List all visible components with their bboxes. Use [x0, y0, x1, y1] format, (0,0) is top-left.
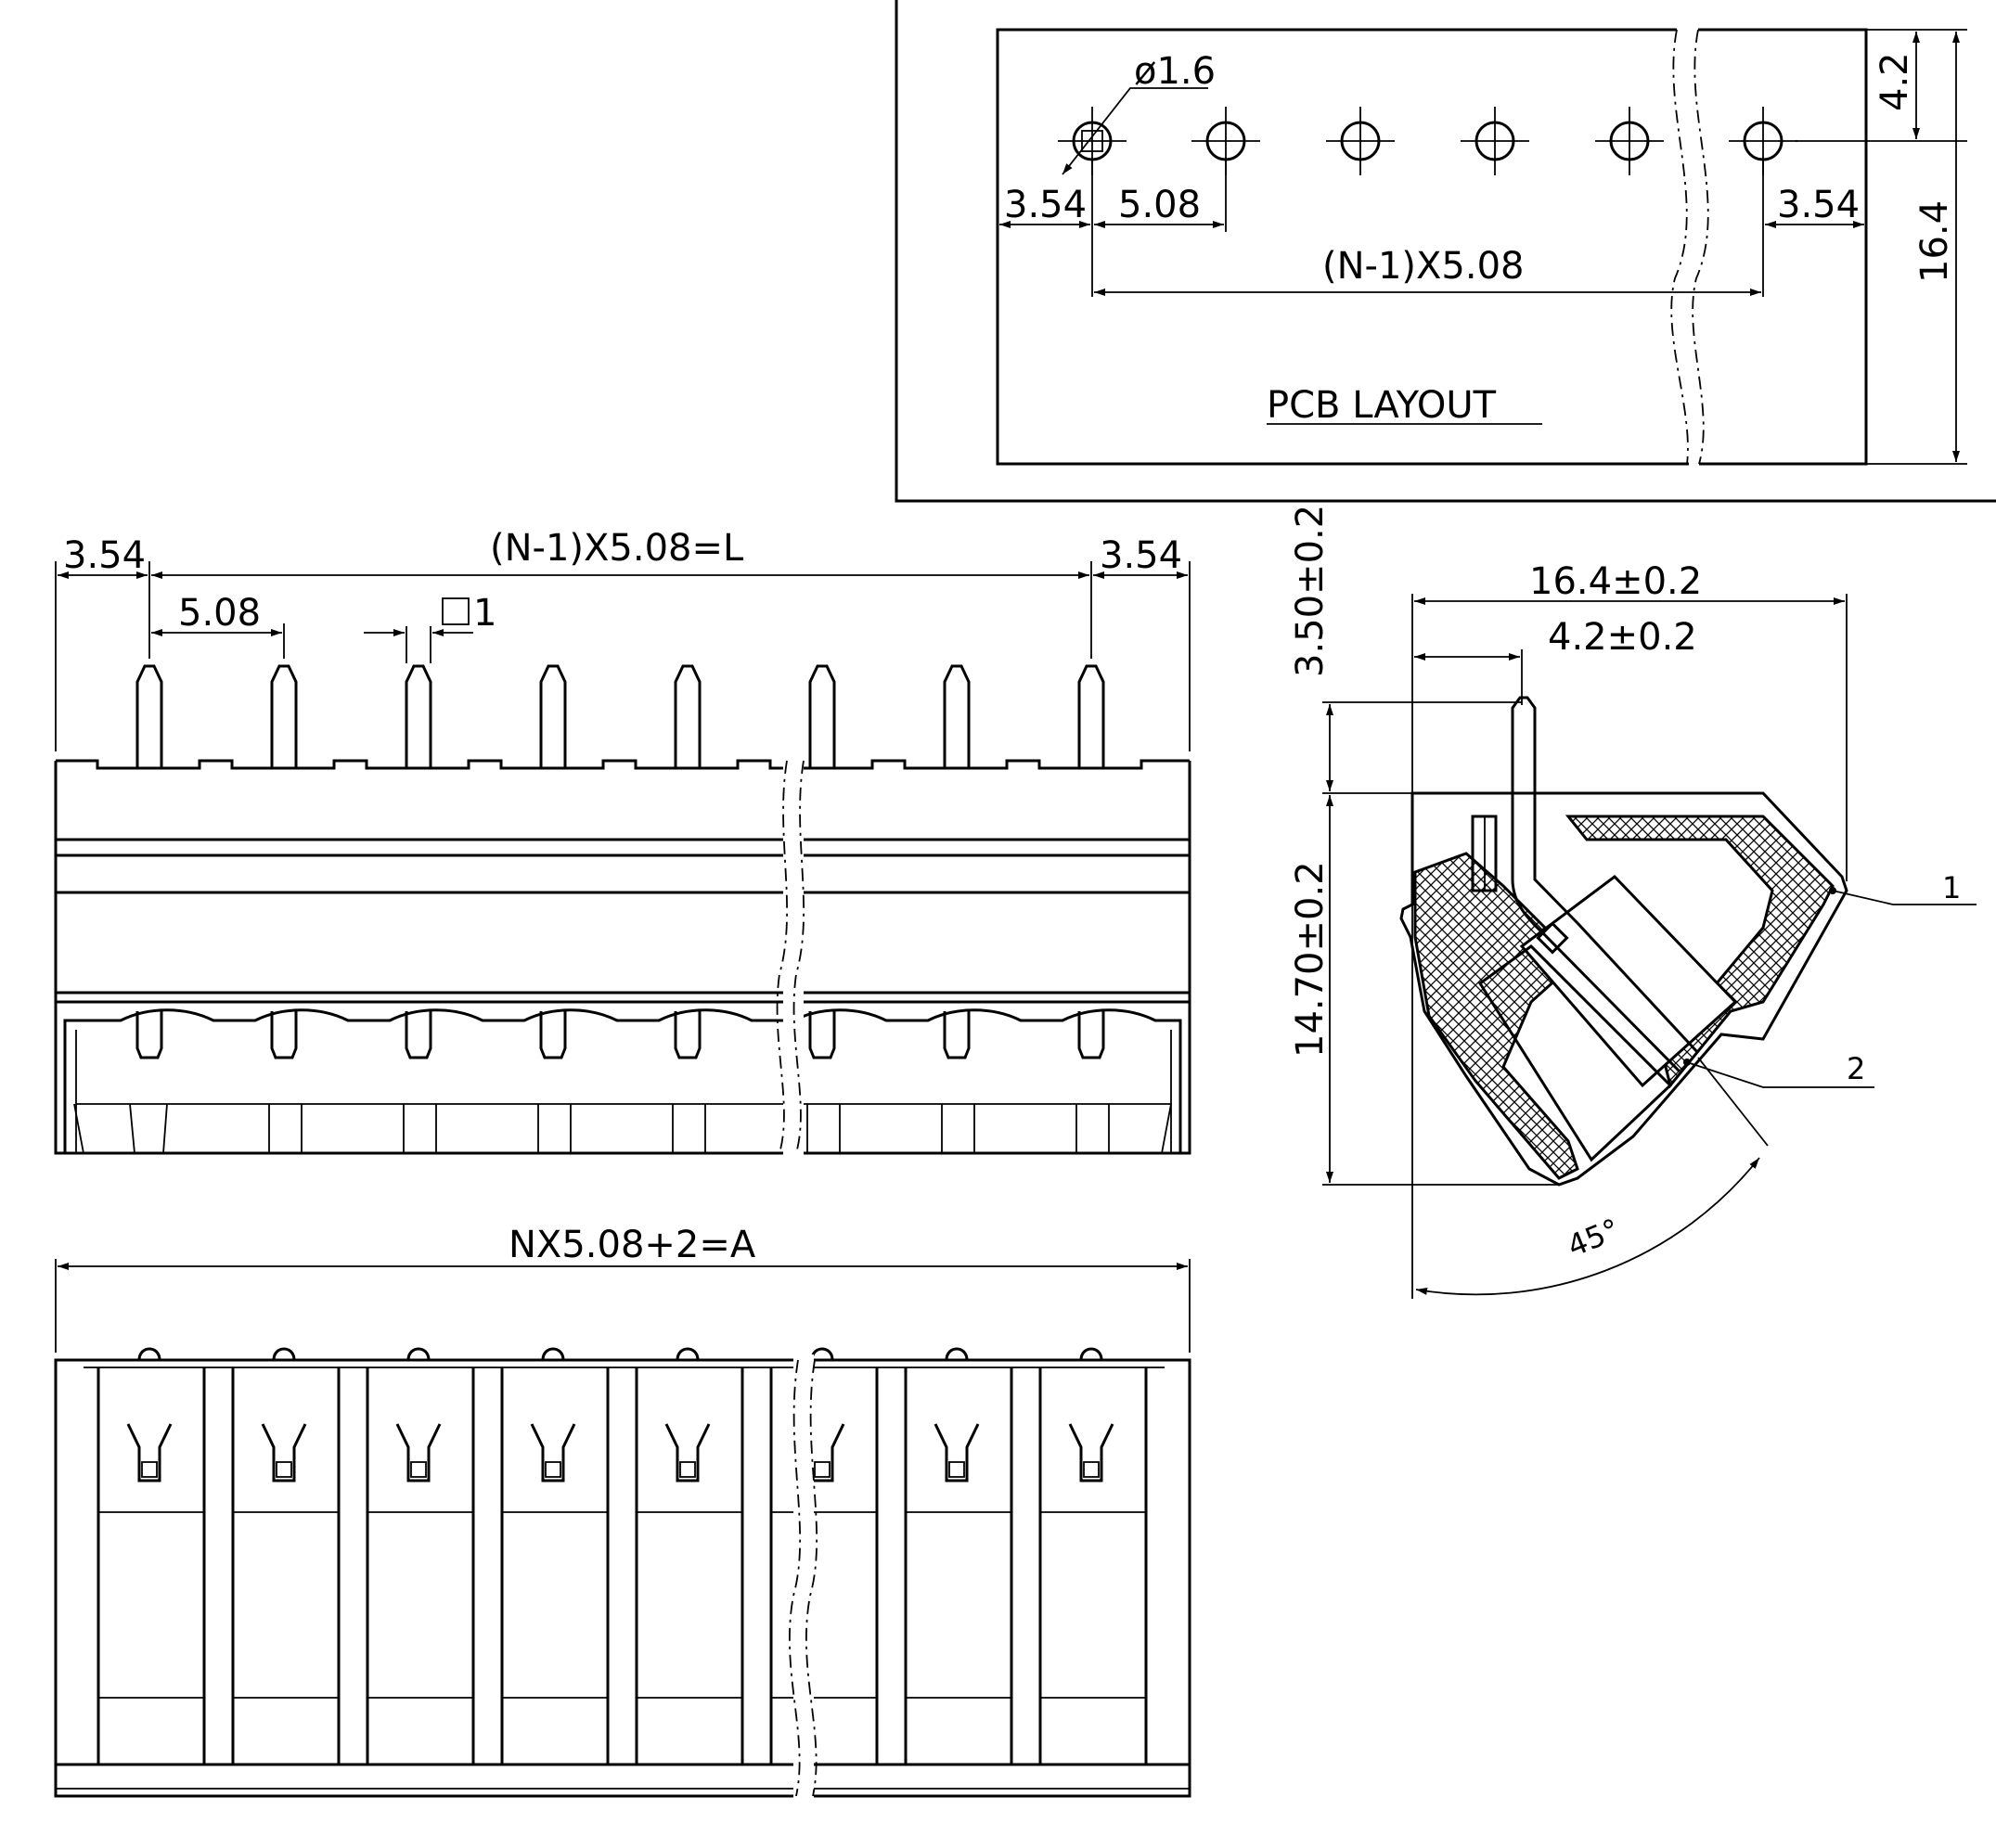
pin-square-symbol	[442, 597, 470, 625]
callout-1-label: 1	[1942, 870, 1961, 905]
front-view: 3.54 (N-1)X5.08=L 3.54 5.08 1	[54, 527, 1191, 1160]
pcb-board-left	[996, 28, 1689, 466]
pcb-hole	[1326, 107, 1395, 175]
bottom-overall-label: NX5.08+2=A	[509, 1224, 756, 1266]
pcb-layout-title: PCB LAYOUT	[1267, 384, 1497, 427]
pcb-row-offset-label: 4.2	[1874, 52, 1916, 111]
front-contacts	[135, 1011, 1105, 1059]
pcb-edge-right-label: 3.54	[1777, 184, 1860, 226]
pcb-break-line	[1670, 29, 1689, 465]
pcb-depth-label: 16.4	[1913, 200, 1956, 283]
pin-square-label: 1	[473, 592, 496, 635]
pcb-hole	[1461, 107, 1529, 175]
front-span-label: (N-1)X5.08=L	[490, 527, 744, 570]
side-angle-label: 45°	[1563, 1212, 1625, 1264]
hole-diameter-label: ø1.6	[1134, 50, 1216, 93]
pcb-edge-left-label: 3.54	[1004, 184, 1087, 226]
side-pin-height-label: 3.50±0.2	[1289, 505, 1332, 677]
pcb-hole	[1595, 107, 1664, 175]
side-offset-label: 4.2±0.2	[1548, 616, 1697, 659]
pcb-break-line-2	[1692, 29, 1709, 465]
side-body-height-label: 14.70±0.2	[1289, 861, 1332, 1058]
pcb-board-right	[1698, 28, 1868, 466]
side-width-label: 16.4±0.2	[1529, 560, 1702, 603]
bottom-view: NX5.08+2=A	[54, 1224, 1191, 1802]
front-edge-right-label: 3.54	[1100, 534, 1182, 577]
callout-2-label: 2	[1847, 1051, 1865, 1086]
front-pins	[135, 664, 1105, 768]
front-pitch-label: 5.08	[178, 592, 261, 635]
pcb-holes	[1058, 107, 1797, 175]
bottom-cells	[97, 1347, 1148, 1765]
pcb-frame-border	[895, 0, 1996, 503]
pcb-pitch-label: 5.08	[1118, 184, 1201, 226]
pcb-layout-view: ø1.6 3.54 5.08 3.54 (N-1)X5.08 4.2 16.4 …	[895, 0, 1996, 503]
side-view: 16.4±0.2 4.2±0.2 3.50±0.2 14.70±0.2 45° …	[1289, 505, 1977, 1299]
front-edge-left-label: 3.54	[63, 534, 146, 577]
pcb-span-label: (N-1)X5.08	[1322, 245, 1524, 288]
hole-diameter-leader	[1062, 87, 1208, 175]
